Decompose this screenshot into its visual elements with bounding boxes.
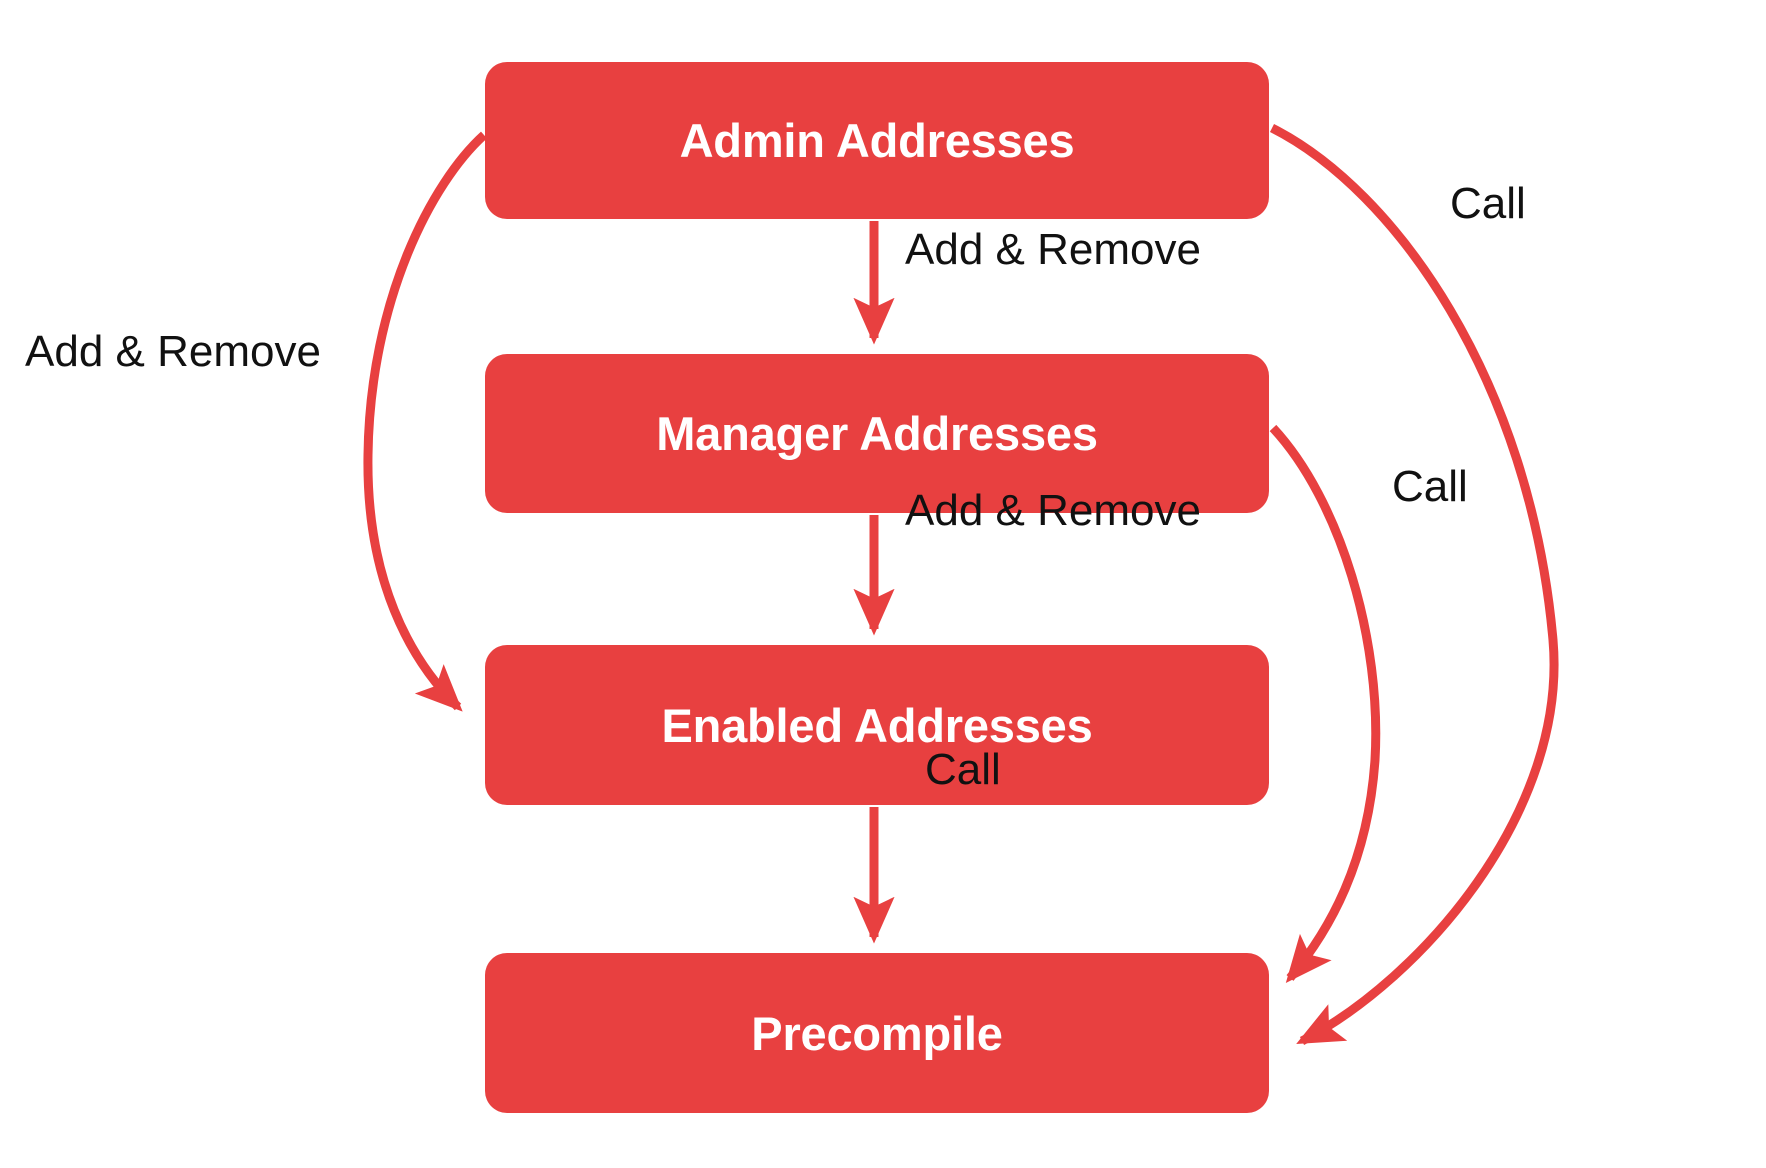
edge-admin-to-enabled — [363, 131, 488, 712]
edge-label-manager-to-precompile: Call — [1392, 462, 1468, 511]
node-label-admin-addresses: Admin Addresses — [679, 114, 1075, 167]
node-precompile[interactable]: Precompile — [485, 953, 1269, 1113]
edge-label-admin-to-manager: Add & Remove — [905, 225, 1201, 274]
node-admin-addresses[interactable]: Admin Addresses — [485, 62, 1269, 219]
node-enabled-addresses[interactable]: Enabled Addresses — [485, 645, 1269, 805]
edge-label-admin-to-precompile: Call — [1450, 179, 1526, 228]
node-manager-addresses[interactable]: Manager Addresses — [485, 354, 1269, 513]
node-label-manager-addresses: Manager Addresses — [656, 407, 1098, 460]
node-label-enabled-addresses: Enabled Addresses — [661, 698, 1093, 752]
edge-manager-to-precompile — [1269, 424, 1381, 984]
edge-admin-to-precompile — [1269, 123, 1559, 1045]
edge-label-manager-to-enabled: Add & Remove — [905, 486, 1201, 535]
edge-label-admin-to-enabled: Add & Remove — [25, 327, 321, 376]
node-label-precompile: Precompile — [751, 1006, 1003, 1060]
edge-label-enabled-to-precompile: Call — [925, 745, 1001, 794]
